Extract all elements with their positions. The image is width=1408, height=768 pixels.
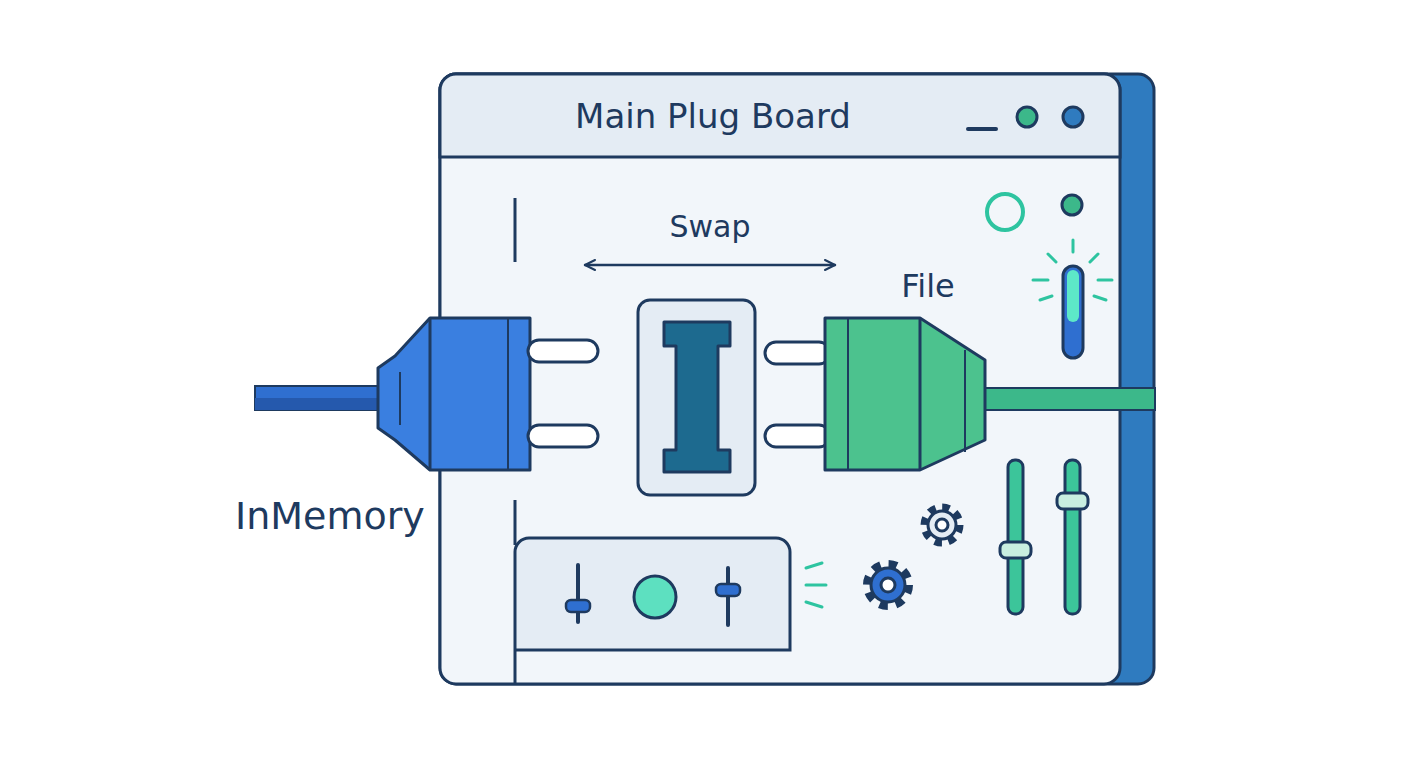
plug-node: InMemory xyxy=(230,250,585,540)
swap-arrow xyxy=(585,264,835,267)
window-button xyxy=(1017,107,1037,127)
minimize-button xyxy=(968,127,996,131)
plug-label: InMemory xyxy=(235,492,535,540)
plug-ridge xyxy=(429,318,432,470)
window-side xyxy=(440,74,1154,684)
slider-track xyxy=(576,565,580,622)
gear-icon xyxy=(925,508,959,542)
plug-ridge xyxy=(847,318,849,470)
glow-rays xyxy=(806,563,826,607)
glow-fill xyxy=(1067,270,1079,322)
slider-track xyxy=(1008,460,1023,614)
plug-ridge xyxy=(919,318,922,470)
socket-slot xyxy=(664,322,730,472)
control-panel xyxy=(515,538,790,684)
plug-pin xyxy=(528,340,598,362)
slider-track xyxy=(1065,460,1080,614)
socket-adapter xyxy=(638,300,755,495)
window-box: Main Plug BoardFile xyxy=(437,72,1120,685)
green-cable xyxy=(983,388,1155,410)
blue-cable xyxy=(255,386,385,410)
plug-pin xyxy=(765,425,830,447)
divider-line xyxy=(514,500,517,545)
edge-label: Swap xyxy=(669,209,750,244)
indicator-light xyxy=(634,576,676,618)
slider-knob xyxy=(716,584,740,596)
status-dot xyxy=(1062,195,1082,215)
plug-node: File xyxy=(835,250,1021,390)
glow-rays xyxy=(1033,240,1112,300)
gear-icon xyxy=(868,565,908,605)
plug-ridge xyxy=(399,372,401,425)
cable-shade xyxy=(255,398,385,410)
plug-pin xyxy=(765,342,830,364)
plug-pin xyxy=(528,425,598,447)
window-title: Main Plug Board xyxy=(437,72,989,160)
divider-line xyxy=(514,198,517,262)
plug-ridge xyxy=(507,318,509,470)
window-body xyxy=(440,74,1120,684)
window-button xyxy=(1063,107,1083,127)
blue-plug xyxy=(378,318,530,470)
green-plug xyxy=(825,318,985,470)
slider-knob xyxy=(1000,542,1031,558)
glow-slider xyxy=(1063,266,1083,358)
slider-knob xyxy=(1057,493,1088,509)
plug-label: File xyxy=(835,266,1021,306)
slider-knob xyxy=(566,600,590,612)
plug-ridge xyxy=(964,350,966,452)
status-ring xyxy=(987,194,1023,230)
